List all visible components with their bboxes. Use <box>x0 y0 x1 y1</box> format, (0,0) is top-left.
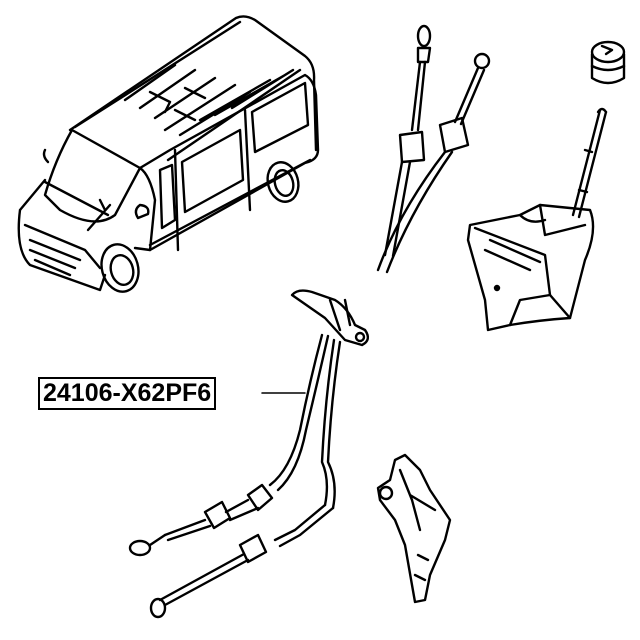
shift-lever-housing-illustration <box>466 107 608 332</box>
part-number-label: 24106-X62PF6 <box>38 377 217 410</box>
gear-knob-illustration <box>590 40 626 85</box>
transmission-bracket-illustration <box>376 453 452 604</box>
van-illustration <box>17 15 320 293</box>
shift-cable-assembly-illustration <box>128 24 491 619</box>
